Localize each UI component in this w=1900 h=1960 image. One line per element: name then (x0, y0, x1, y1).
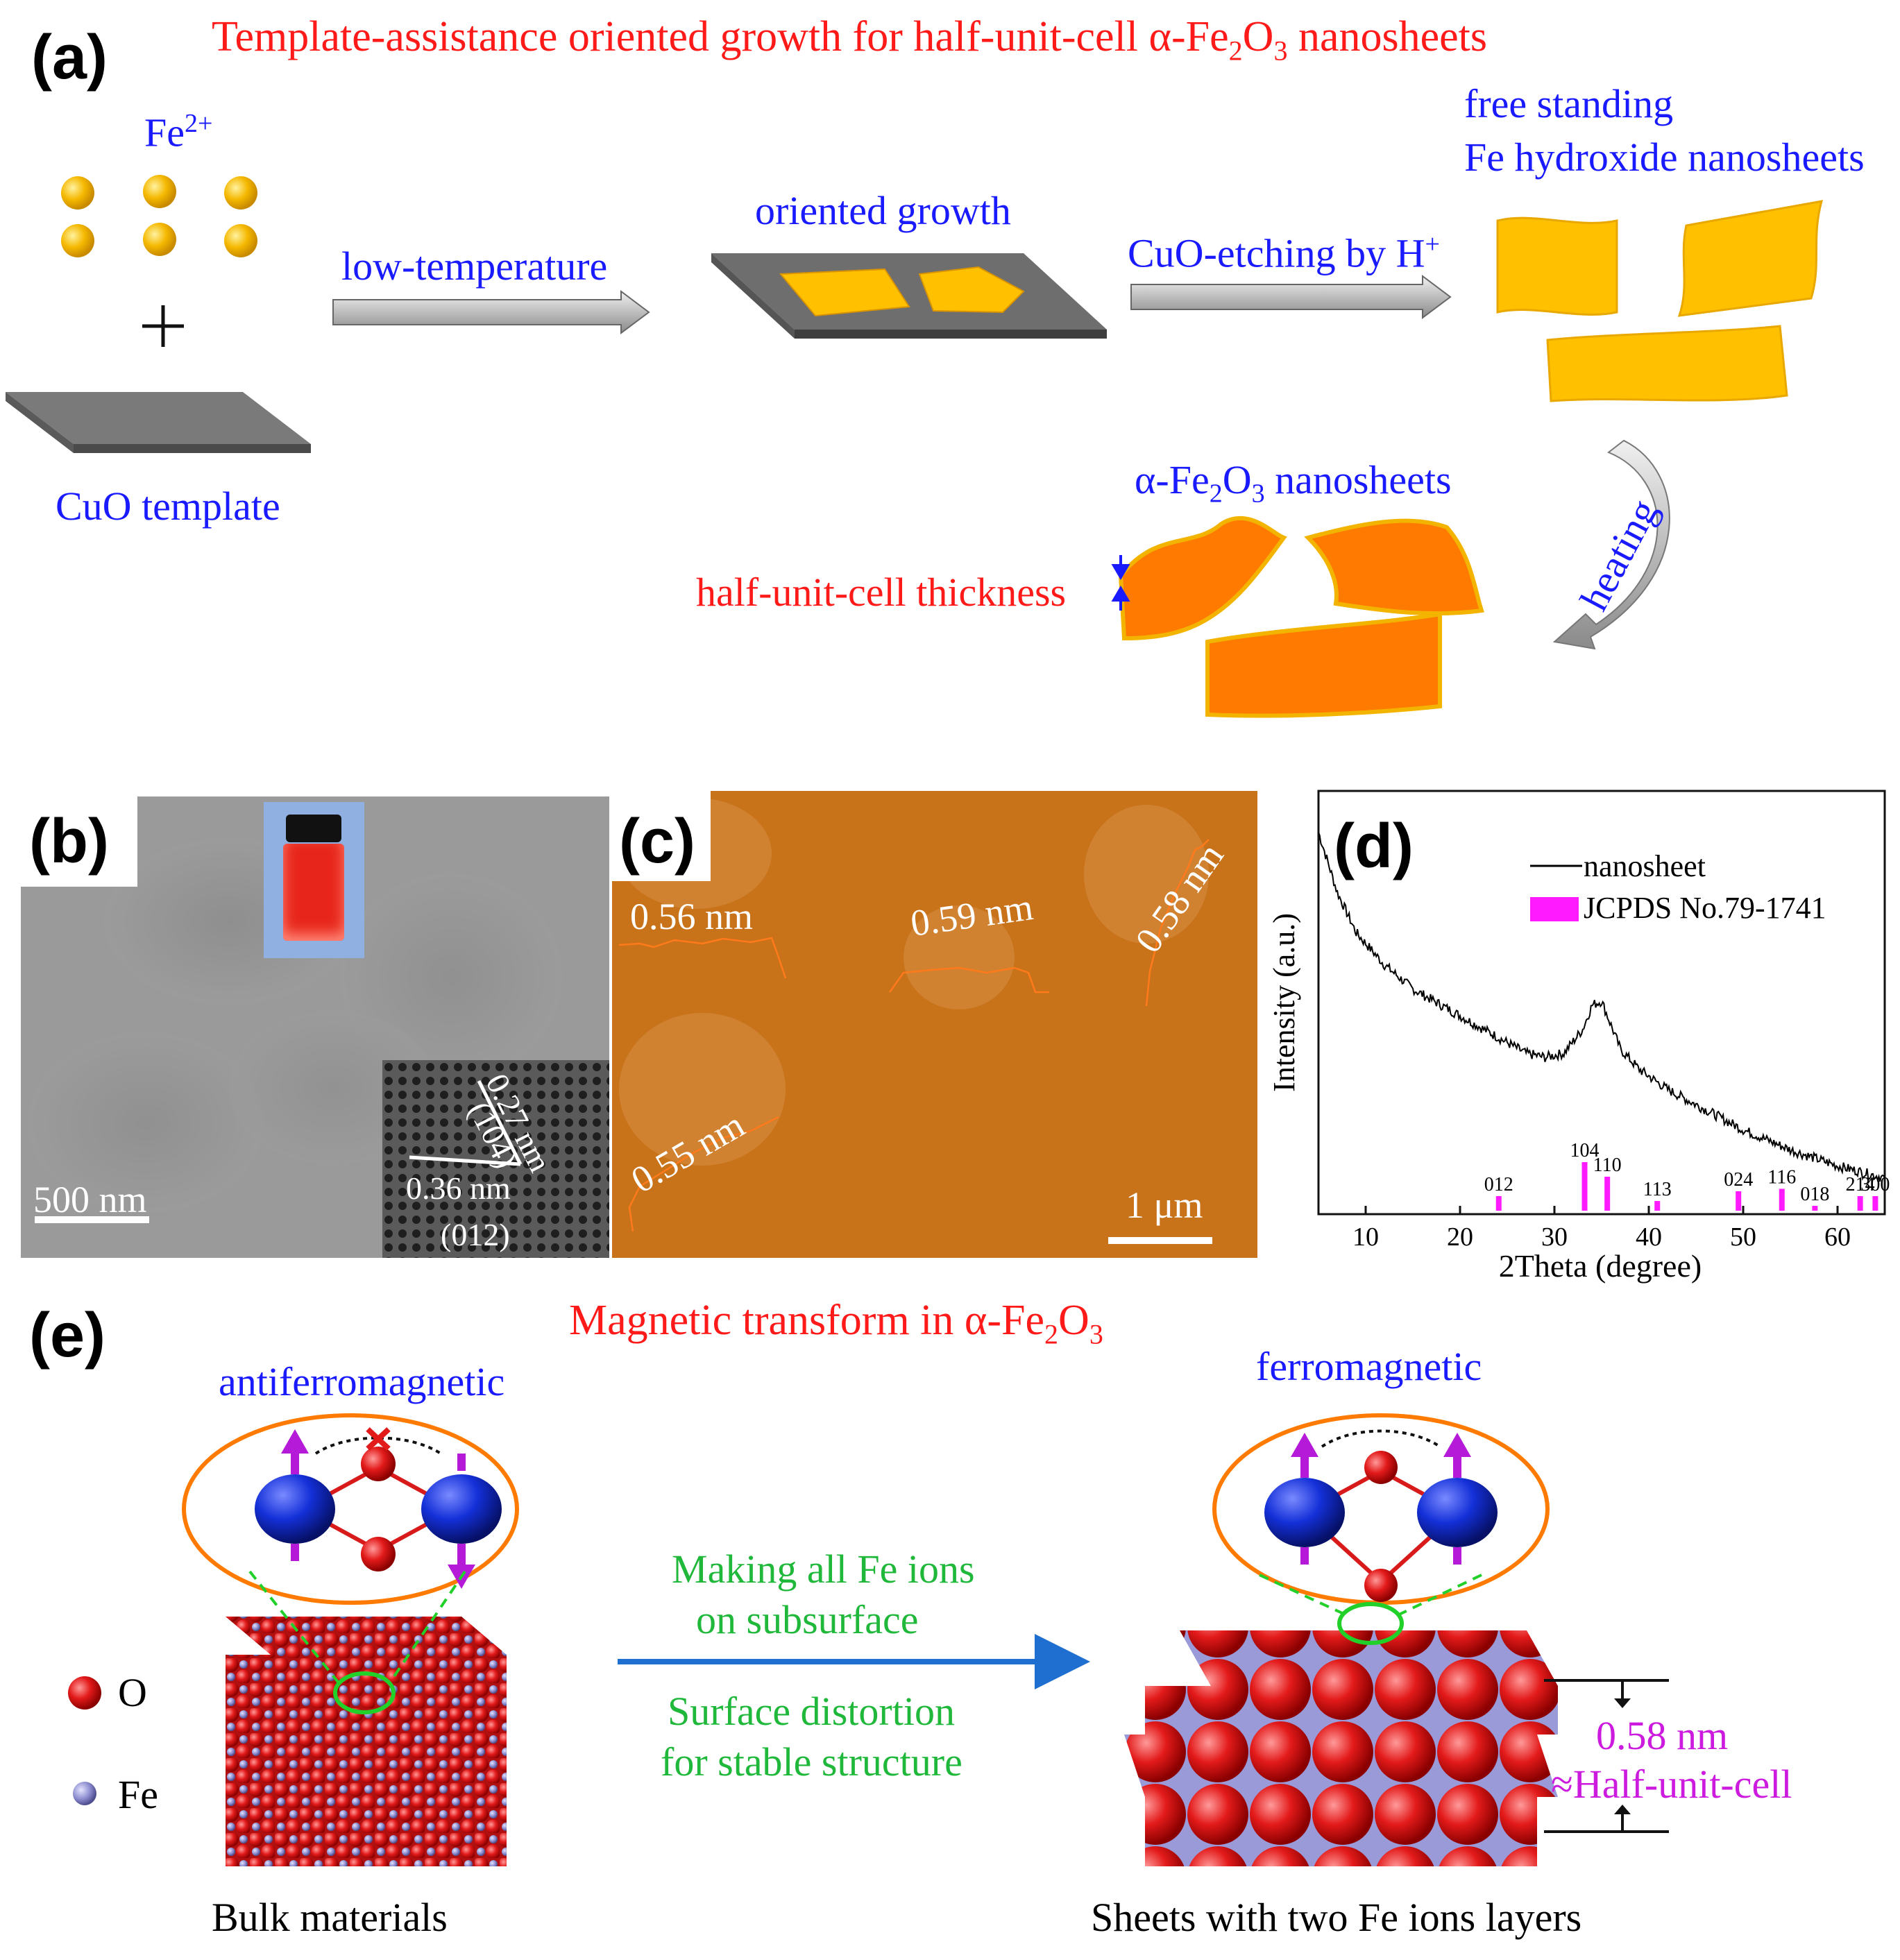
d-spacing-012: 0.36 nm (406, 1170, 511, 1206)
arrow-text-3: Surface distortion (668, 1689, 955, 1734)
half-unit-cell-label: ≈Half-unit-cell (1551, 1762, 1792, 1807)
ref-peak-bar (1581, 1162, 1588, 1211)
xrd-ticks: 10 20 30 40 50 60 (1352, 1206, 1851, 1252)
ref-peak-bar (1604, 1177, 1611, 1211)
legend-fe-icon (73, 1782, 96, 1805)
xrd-plot-frame (1317, 790, 1886, 1216)
xrd-legend: nanosheet JCPDS No.79-1741 (1530, 849, 1826, 925)
ref-peak-bar (1872, 1196, 1878, 1211)
panel-e-title: Magnetic transform in α-Fe2O3 (569, 1297, 1103, 1350)
afm-inset (182, 1413, 519, 1605)
fe-hydroxide-label: Fe hydroxide nanosheets (1464, 135, 1865, 180)
panel-c-label: (c) (619, 807, 695, 876)
thickness-marker (1111, 555, 1130, 611)
ref-peak-bar (1812, 1206, 1818, 1211)
plus-sign (142, 305, 184, 347)
heating-arrow (1552, 439, 1670, 650)
tem-scale-bar (35, 1216, 149, 1223)
vial-photo (264, 802, 364, 958)
nanosheet-crystal (1124, 1574, 1669, 1866)
legend-ref-swatch (1530, 897, 1579, 921)
legend-fe-label: Fe (118, 1772, 158, 1817)
ref-peak-label: 110 (1593, 1154, 1622, 1176)
oriented-growth-plate (711, 253, 1107, 339)
afm-image (612, 791, 1257, 1258)
ref-peak-bar (1779, 1188, 1785, 1211)
x-tick-label: 40 (1636, 1222, 1662, 1252)
ref-peak-label: 104 (1570, 1140, 1600, 1161)
cuo-etching-label: CuO-etching by H+ (1128, 230, 1440, 276)
antiferromagnetic-label: antiferromagnetic (219, 1359, 505, 1404)
plane-012: (012) (441, 1217, 510, 1252)
fm-inset (1212, 1413, 1550, 1605)
x-tick-label: 20 (1447, 1222, 1473, 1252)
xrd-nanosheet-curve (1318, 832, 1885, 1183)
x-tick-label: 30 (1541, 1222, 1568, 1252)
legend-jcpds: JCPDS No.79-1741 (1584, 891, 1826, 925)
x-tick-label: 10 (1352, 1222, 1379, 1252)
arrow-text-4: for stable structure (661, 1739, 962, 1784)
legend-nanosheet: nanosheet (1584, 849, 1706, 883)
afm-height-1: 0.56 nm (630, 896, 754, 937)
bulk-caption: Bulk materials (212, 1895, 448, 1940)
panel-d-label: (d) (1334, 812, 1414, 881)
ref-peak-bar (1654, 1201, 1661, 1211)
ref-peak-bar (1495, 1196, 1502, 1211)
legend-o-label: O (118, 1670, 147, 1715)
xrd-xlabel: 2Theta (degree) (1499, 1248, 1702, 1284)
cuo-etching-arrow (1130, 275, 1452, 319)
cuo-template-label: CuO template (56, 484, 280, 529)
ref-peak-label: 113 (1643, 1179, 1672, 1200)
ref-peak-label: 116 (1767, 1167, 1796, 1188)
afm-scale-bar (1108, 1237, 1212, 1244)
sheet-caption: Sheets with two Fe ions layers (1091, 1895, 1582, 1940)
xrd-ylabel: Intensity (a.u.) (1267, 913, 1301, 1092)
afm-scale-label: 1 μm (1126, 1184, 1203, 1226)
legend-o-icon (68, 1676, 101, 1710)
free-standing-label: free standing (1464, 81, 1674, 126)
panel-b-label: (b) (29, 807, 109, 876)
tem-scale-label: 500 nm (33, 1179, 147, 1220)
x-tick-label: 50 (1730, 1222, 1756, 1252)
half-unit-cell-thickness-label: half-unit-cell thickness (696, 570, 1067, 615)
oriented-growth-label: oriented growth (755, 188, 1011, 233)
panel-e-label: (e) (29, 1301, 105, 1370)
ref-peak-bar (1857, 1196, 1863, 1211)
panel-a-title: Template-assistance oriented growth for … (212, 13, 1487, 67)
x-tick-label: 60 (1824, 1222, 1851, 1252)
ref-peak-bar (1736, 1191, 1742, 1211)
arrow-text-2: on subsurface (696, 1597, 919, 1642)
low-temperature-label: low-temperature (341, 244, 608, 289)
cuo-template-plate (6, 392, 311, 453)
arrow-text-1: Making all Fe ions (672, 1546, 975, 1592)
fe2-ions (61, 175, 257, 257)
ref-peak-label: 012 (1484, 1174, 1513, 1195)
hydroxide-nanosheets (1496, 200, 1824, 402)
fe2-label: Fe2+ (144, 109, 213, 155)
alpha-fe2o3-label: α-Fe2O3 nanosheets (1135, 457, 1452, 509)
panel-a-graphics (6, 175, 1824, 718)
panel-a-label: (a) (31, 23, 108, 92)
ref-peak-label: 018 (1800, 1184, 1829, 1205)
panel-e-graphics (68, 1413, 1669, 1866)
ref-peak-label: 024 (1724, 1169, 1753, 1191)
tem-image (21, 796, 609, 1258)
bulk-crystal (226, 1570, 507, 1866)
low-temperature-arrow (332, 290, 650, 334)
sheet-thickness-label: 0.58 nm (1596, 1713, 1729, 1758)
alpha-fe2o3-nanosheets (1118, 516, 1484, 718)
ferromagnetic-label: ferromagnetic (1256, 1344, 1482, 1389)
